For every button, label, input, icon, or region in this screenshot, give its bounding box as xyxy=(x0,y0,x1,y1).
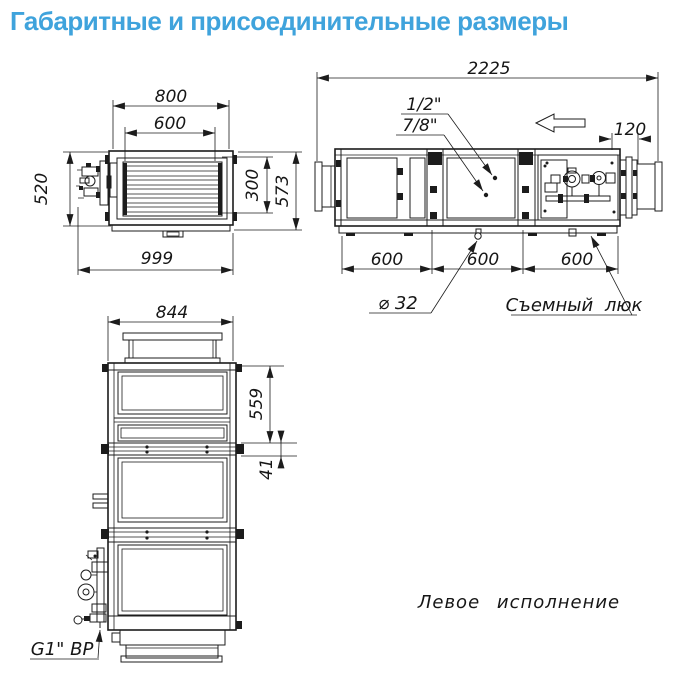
dim-999: 999 xyxy=(141,249,173,269)
dim-559: 559 xyxy=(247,388,267,420)
front-base-rail xyxy=(111,224,231,232)
front-view: 800 600 520 300 573 999 xyxy=(32,87,302,275)
side-view: 2225 1/2" 7/8" 120 600 600 600 ⌀ 32 xyxy=(314,59,663,316)
dim-300: 300 xyxy=(243,169,263,201)
louver-grille xyxy=(122,161,223,217)
dim-600-3: 600 xyxy=(561,250,593,270)
dim-2225: 2225 xyxy=(467,59,510,79)
pipe-connection-small xyxy=(492,175,498,181)
label-drain-diameter: ⌀ 32 xyxy=(378,293,417,314)
label-half-inch: 1/2" xyxy=(406,95,441,115)
vertical-view: 844 559 41 G1" ВР xyxy=(30,303,297,663)
label-removable-hatch: Съемный люк xyxy=(506,295,643,316)
note-left-version: Левое исполнение xyxy=(417,592,620,613)
dim-844: 844 xyxy=(156,303,188,323)
vertical-body xyxy=(107,362,237,631)
bottom-duct-flange xyxy=(111,629,226,663)
section-joint-1 xyxy=(101,442,244,456)
door-handle xyxy=(106,175,112,189)
right-duct-flange xyxy=(619,156,663,219)
drain-fitting xyxy=(474,232,482,240)
dim-41: 41 xyxy=(257,458,277,480)
label-thread-g1: G1" ВР xyxy=(31,639,94,660)
piping-assembly xyxy=(73,547,109,628)
dim-600-1: 600 xyxy=(371,250,403,270)
dim-573: 573 xyxy=(273,175,293,207)
mixing-unit-section xyxy=(537,154,619,221)
left-duct-flange xyxy=(314,161,336,212)
pipe-stub-2 xyxy=(92,502,109,509)
dim-520: 520 xyxy=(32,173,52,205)
dim-600-2: 600 xyxy=(467,250,499,270)
middle-section-panel xyxy=(446,157,516,219)
top-duct-flange xyxy=(122,332,223,364)
dim-600-front: 600 xyxy=(154,114,186,134)
page-title: Габаритные и присоединительные размеры xyxy=(10,6,569,36)
pipe-stub-1 xyxy=(92,493,109,500)
side-body xyxy=(334,148,621,227)
section-joint-2 xyxy=(101,527,244,543)
pipe-connection-big xyxy=(483,192,489,198)
front-bottom-bracket xyxy=(162,230,184,238)
door-hinge xyxy=(109,162,118,198)
dim-800: 800 xyxy=(155,87,187,107)
circulation-pump-icon xyxy=(77,583,95,601)
valve-assembly-front xyxy=(76,160,109,206)
label-seven-eighths-inch: 7/8" xyxy=(402,116,437,136)
fan-section-panel xyxy=(346,157,398,219)
airflow-arrow-icon xyxy=(534,113,586,133)
dim-120: 120 xyxy=(614,120,646,140)
